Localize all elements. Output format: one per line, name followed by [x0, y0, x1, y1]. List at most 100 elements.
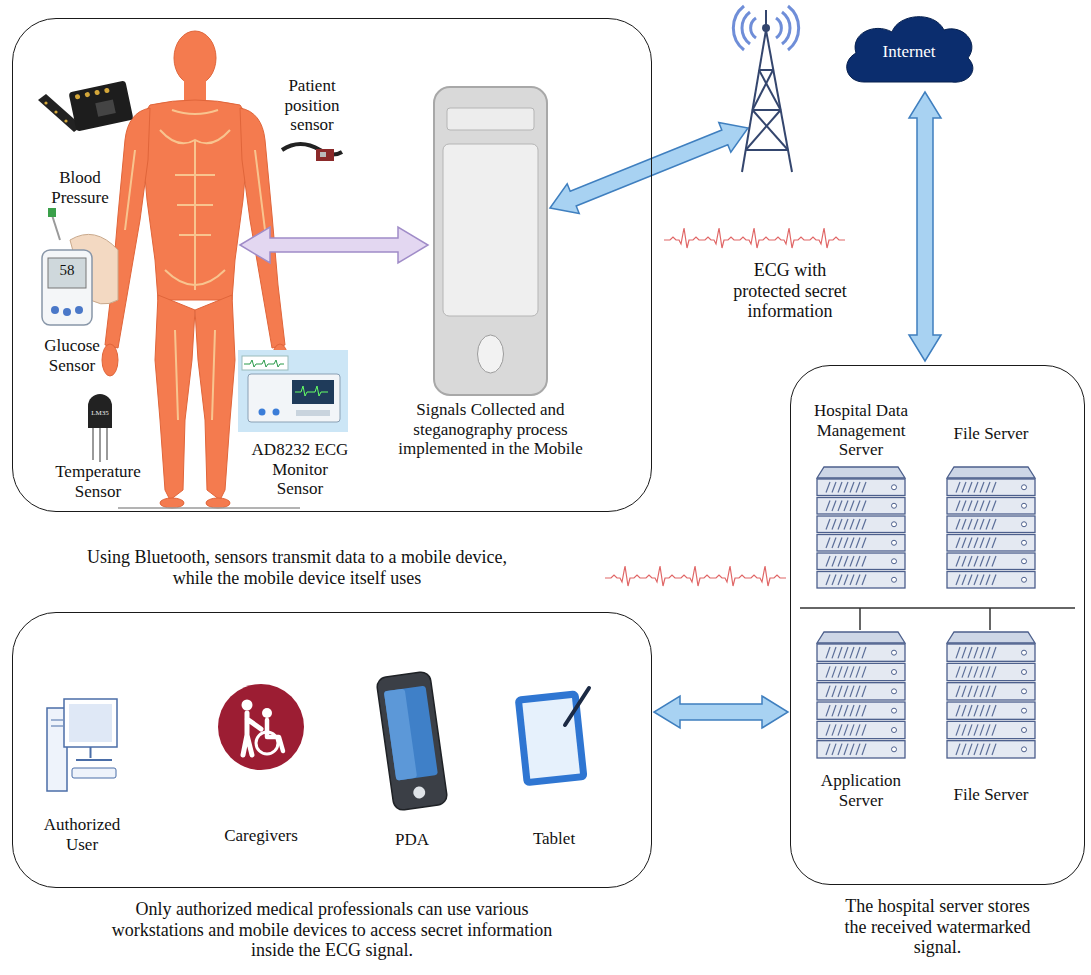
server-stack	[962, 482, 966, 493]
server-stack	[838, 686, 842, 697]
server-stack	[832, 666, 836, 677]
server-stack	[850, 556, 854, 567]
server-stack	[844, 501, 848, 512]
server-stack	[956, 724, 960, 735]
server-stack	[974, 666, 978, 677]
server-stack	[1022, 540, 1027, 545]
server-bus	[800, 608, 1075, 630]
cell-tower	[746, 149, 788, 151]
server-stack: File Server	[946, 631, 1036, 761]
sensor-label: Temperature Sensor	[46, 462, 150, 501]
mobile-tower-arrow	[550, 123, 748, 214]
server-stack	[844, 519, 848, 530]
text-group: Using Bluetooth, sensors transmit data t…	[77, 547, 517, 588]
ecg-wave	[605, 228, 845, 586]
server-stack	[826, 666, 830, 677]
tablet-icon: Tablet	[513, 685, 595, 789]
server-stack	[862, 666, 866, 677]
server-stack	[968, 501, 972, 512]
server-stack	[892, 747, 897, 752]
tablet-icon	[565, 688, 589, 725]
caregiver-icon	[262, 708, 272, 718]
server-stack	[856, 501, 860, 512]
server-bus	[859, 608, 861, 630]
server-stack	[947, 535, 1035, 552]
temperature-sensor	[92, 428, 94, 460]
ecg-wave	[664, 228, 845, 248]
computer-icon	[51, 726, 63, 727]
blood-pressure-sensor	[84, 92, 90, 98]
mobile-phone	[443, 144, 538, 316]
glucose-sensor	[48, 258, 86, 288]
server-stack	[980, 744, 984, 755]
panel-caption: Using Bluetooth, sensors transmit data t…	[77, 547, 517, 588]
server-stack	[974, 686, 978, 697]
ecg-monitor	[238, 350, 348, 432]
device-label: PDA	[372, 830, 452, 850]
server-stack	[946, 466, 1036, 591]
mobile-phone: Signals Collected and steganography proc…	[433, 86, 548, 396]
computer-icon	[76, 747, 112, 760]
server-stack	[826, 647, 830, 658]
text-group: Signals Collected and steganography proc…	[398, 400, 583, 459]
server-stack	[980, 705, 984, 716]
temperature-sensor	[88, 394, 112, 428]
device-label: Caregivers	[206, 826, 316, 846]
server-stack	[1022, 708, 1027, 713]
server-stack	[832, 744, 836, 755]
server-bus	[989, 608, 991, 630]
server-stack	[947, 632, 1035, 643]
server-stack	[838, 556, 842, 567]
mobile-phone	[433, 86, 548, 396]
server-stack	[962, 519, 966, 530]
internet-cloud	[847, 17, 973, 83]
server-stack	[992, 686, 996, 697]
server-stack	[832, 575, 836, 586]
server-stack	[974, 705, 978, 716]
cell-tower	[742, 10, 792, 172]
cell-tower	[733, 6, 798, 172]
server-stack	[986, 686, 990, 697]
internet-cloud: Internet	[838, 6, 980, 88]
server-stack	[850, 724, 854, 735]
block-arrow	[654, 696, 788, 728]
text-group: Internet	[838, 6, 980, 88]
server-stack	[986, 538, 990, 549]
position-sensor	[316, 149, 334, 161]
server-stack	[968, 686, 972, 697]
temperature-sensor	[99, 428, 101, 462]
caregiver-icon: Caregivers	[217, 683, 305, 771]
server-stack	[1022, 559, 1027, 564]
server-stack	[817, 498, 905, 515]
server-stack	[968, 647, 972, 658]
server-stack	[838, 744, 842, 755]
server-stack	[844, 666, 848, 677]
cloud-label: Internet	[883, 42, 936, 62]
server-stack	[862, 744, 866, 755]
server-stack	[992, 647, 996, 658]
temperature-sensor	[88, 394, 112, 462]
server-stack	[892, 577, 897, 582]
server-stack	[817, 683, 905, 700]
server-stack	[980, 724, 984, 735]
server-stack	[838, 724, 842, 735]
server-stack	[1022, 577, 1027, 582]
server-stack	[992, 501, 996, 512]
server-stack	[832, 686, 836, 697]
server-stack	[826, 686, 830, 697]
block-arrow	[909, 92, 941, 361]
server-label: File Server	[941, 424, 1041, 444]
pda-icon	[412, 786, 426, 800]
server-stack	[1022, 689, 1027, 694]
glucose-sensor	[42, 250, 92, 325]
phone-label: Signals Collected and steganography proc…	[398, 400, 583, 459]
server-stack	[968, 575, 972, 586]
server-stack	[968, 519, 972, 530]
server-stack	[817, 644, 905, 661]
server-stack	[968, 705, 972, 716]
server-stack	[850, 482, 854, 493]
server-stack	[992, 482, 996, 493]
server-stack	[844, 575, 848, 586]
server-stack	[862, 724, 866, 735]
